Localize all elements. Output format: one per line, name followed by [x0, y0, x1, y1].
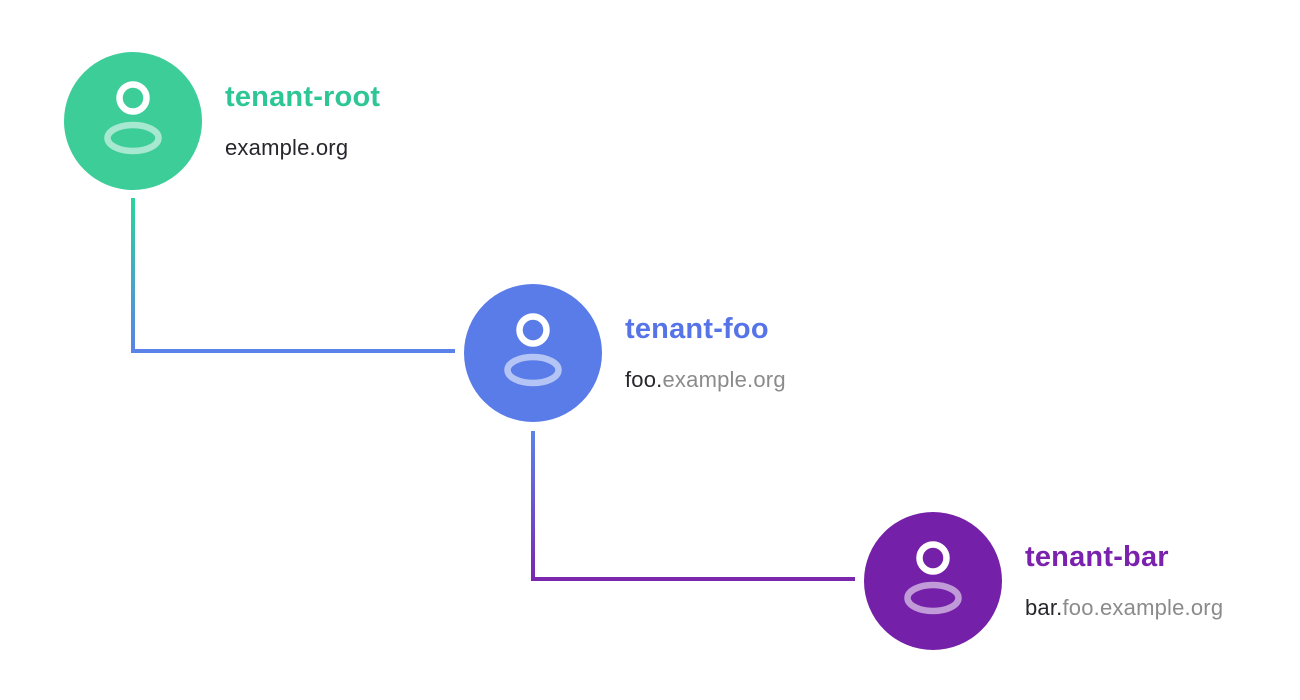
tenant-root-domain: example.org [225, 135, 380, 161]
domain-highlight: example.org [225, 135, 349, 160]
domain-highlight: foo. [625, 367, 663, 392]
tenant-bar-avatar [864, 512, 1002, 650]
tenant-foo-domain: foo.example.org [625, 367, 786, 393]
tenant-bar-name: tenant-bar [1025, 541, 1169, 573]
connector-root-to-foo [131, 198, 455, 353]
domain-muted: example.org [662, 367, 786, 392]
tenant-foo-label-block: tenant-foo foo.example.org [625, 312, 786, 393]
user-icon [904, 541, 962, 615]
tenant-foo-name: tenant-foo [625, 313, 769, 345]
connector-foo-to-bar [531, 431, 855, 581]
tenant-root-label-block: tenant-root example.org [225, 80, 380, 161]
tenant-bar-label-block: tenant-bar bar.foo.example.org [1025, 540, 1223, 621]
tenant-foo-avatar [464, 284, 602, 422]
tenant-root-name: tenant-root [225, 81, 381, 113]
domain-highlight: bar. [1025, 595, 1063, 620]
domain-muted: foo.example.org [1062, 595, 1224, 620]
user-icon [104, 81, 162, 155]
tenant-bar-domain: bar.foo.example.org [1025, 595, 1223, 621]
user-icon [504, 313, 562, 387]
tenant-root-avatar [64, 52, 202, 190]
